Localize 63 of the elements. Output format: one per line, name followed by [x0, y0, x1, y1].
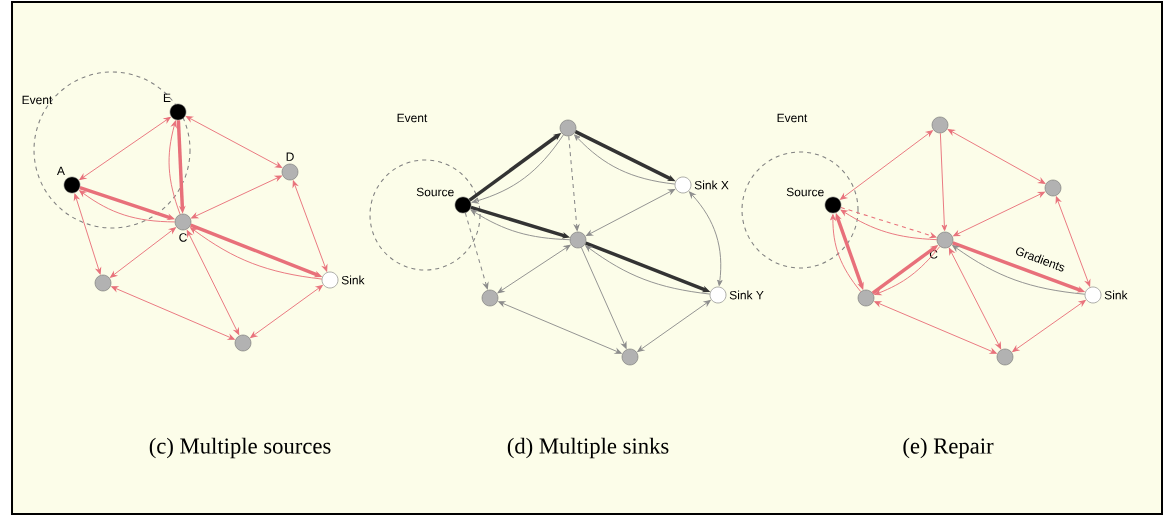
graph-node: Source — [786, 187, 842, 214]
node-label: Sink — [341, 275, 365, 285]
arrow — [168, 120, 181, 215]
graph-node: Sink X — [674, 176, 729, 194]
graph-node — [94, 274, 112, 292]
node-label: Sink — [1104, 290, 1128, 300]
node-label: C — [929, 250, 938, 259]
arrow — [111, 286, 235, 340]
graph-node — [857, 289, 875, 307]
region-label: Event — [397, 113, 428, 123]
graph-node: C — [929, 231, 954, 259]
graph-node — [1044, 179, 1062, 197]
graph-node: Sink — [1084, 286, 1128, 304]
arrow — [840, 130, 933, 200]
region-label: Event — [777, 113, 808, 123]
node-label: E — [163, 93, 171, 102]
graph-node: A — [56, 166, 81, 194]
arrow — [580, 247, 627, 349]
graph-node: D — [281, 152, 299, 181]
node-label: D — [286, 152, 294, 161]
arrow — [292, 180, 328, 272]
graph-node: E — [163, 93, 187, 121]
region-label: Event — [22, 95, 53, 105]
arrow — [250, 285, 323, 338]
graph-node: C — [174, 213, 192, 242]
node-label: Source — [416, 187, 454, 197]
graph-node — [621, 348, 639, 366]
arrow — [1055, 196, 1091, 287]
graph-node — [569, 231, 587, 249]
arrow — [186, 230, 240, 335]
node-label: Sink X — [694, 180, 729, 190]
graph-node — [559, 119, 577, 137]
node-label: A — [56, 166, 65, 175]
arrow — [947, 129, 1046, 184]
graph-node: Sink — [321, 271, 365, 289]
arrow — [73, 193, 102, 275]
arrow — [185, 116, 283, 168]
arrow — [948, 247, 1002, 350]
arrow — [953, 191, 1045, 237]
node-label: Source — [786, 187, 824, 197]
graph-node — [931, 116, 949, 134]
arrow — [498, 301, 622, 354]
caption: (c) Multiple sources — [149, 437, 331, 459]
node-label: C — [179, 233, 187, 242]
arrow — [688, 191, 723, 287]
graph-node: Sink Y — [709, 286, 764, 304]
arrow — [939, 132, 948, 231]
caption: (e) Repair — [903, 437, 994, 459]
arrow — [497, 244, 571, 294]
node-label: Sink Y — [729, 290, 764, 300]
caption: (d) Multiple sinks — [507, 437, 669, 459]
arrow — [874, 301, 997, 354]
arrow — [79, 116, 171, 181]
arrow — [1012, 300, 1086, 352]
arrow — [110, 227, 176, 278]
arrow — [637, 300, 711, 352]
graph-node — [996, 348, 1014, 366]
graph-node: Source — [416, 187, 472, 214]
arrow — [585, 188, 676, 237]
graph-node — [234, 334, 252, 352]
arrow — [830, 214, 862, 293]
graph-node — [481, 289, 499, 307]
arrow — [191, 175, 282, 219]
